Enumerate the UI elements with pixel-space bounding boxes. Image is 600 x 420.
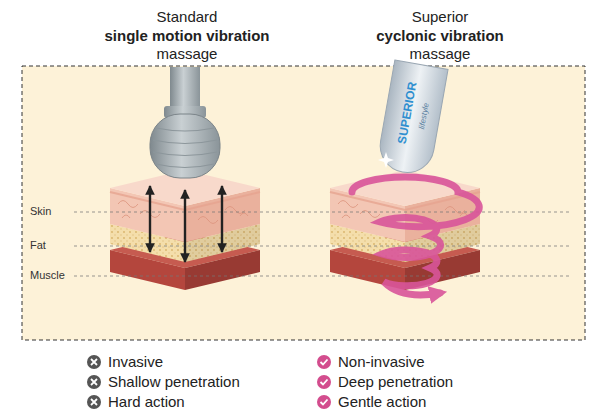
bullet-text: Deep penetration — [338, 373, 453, 390]
layer-label: Skin — [30, 205, 51, 218]
layer-guides — [74, 212, 572, 276]
sparkle — [378, 152, 394, 168]
vibration-arrows — [150, 186, 222, 262]
bullet-text: Invasive — [108, 353, 163, 370]
cross-icons — [87, 355, 101, 409]
heading-line: cyclonic vibration — [376, 27, 504, 44]
bullet-text: Hard action — [108, 393, 185, 410]
layer-label: Muscle — [30, 269, 65, 282]
cyclonic-spiral — [352, 177, 479, 295]
check-icons — [317, 355, 331, 409]
panel-ground — [22, 66, 585, 340]
heading-line: single motion vibration — [104, 27, 269, 44]
bullet-text: Gentle action — [338, 393, 426, 410]
heading-line: massage — [157, 45, 218, 62]
heading-line: Superior — [412, 8, 469, 25]
brand-text: lifestyle — [417, 102, 431, 130]
heading-line: Standard — [157, 8, 218, 25]
heading-line: massage — [410, 45, 471, 62]
superior-device — [376, 60, 448, 177]
wand-massager — [150, 67, 220, 178]
tissue-block — [110, 170, 260, 290]
bullet-text: Shallow penetration — [108, 373, 240, 390]
layer-label: Fat — [30, 239, 46, 252]
bullet-text: Non-invasive — [338, 353, 425, 370]
brand-text: SUPERIOR — [396, 81, 420, 145]
